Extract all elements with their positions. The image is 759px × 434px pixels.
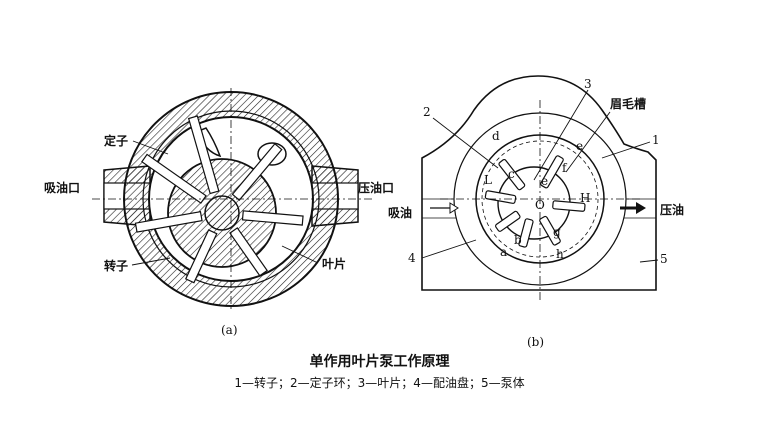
label-g: g (553, 225, 561, 239)
vane (498, 158, 526, 191)
label-num-1: 1 (652, 133, 660, 147)
vane (495, 210, 521, 232)
figure-b: 1 2 3 4 5 眉毛槽 吸油 压油 a b c d e f g h L H … (388, 75, 684, 349)
label-O: O (535, 198, 545, 212)
label-d: d (492, 129, 500, 143)
vane (241, 210, 304, 226)
vane (539, 215, 561, 246)
label-b: b (514, 233, 522, 247)
label-num-4: 4 (408, 251, 416, 265)
label-vane: 叶片 (322, 256, 346, 271)
label-h: h (556, 247, 564, 261)
label-f: f (562, 161, 568, 175)
sublabel-a: (a) (221, 323, 238, 337)
vanes-b (484, 155, 586, 248)
vane (552, 200, 586, 212)
label-eyebrow-groove: 眉毛槽 (610, 96, 646, 111)
label-suction: 吸油 (388, 205, 412, 220)
label-outlet-port: 压油口 (358, 180, 394, 195)
figure-a: 定子 吸油口 压油口 转子 叶片 (a) (44, 88, 394, 337)
label-discharge: 压油 (660, 202, 684, 217)
vane (484, 190, 517, 204)
vane (518, 218, 534, 248)
label-a: a (500, 245, 507, 259)
vane (141, 153, 207, 204)
vane (231, 142, 283, 201)
label-num-5: 5 (660, 252, 668, 266)
label-L: L (484, 173, 492, 187)
vane (187, 115, 220, 195)
vanes-a (134, 115, 304, 284)
label-num-2: 2 (423, 105, 431, 119)
vane (540, 155, 564, 189)
sublabel-b: (b) (527, 335, 544, 349)
shaft (204, 195, 240, 231)
vane (229, 227, 268, 277)
label-rotor: 转子 (104, 258, 128, 273)
label-num-3: 3 (584, 77, 592, 91)
vane (184, 229, 218, 284)
vane (134, 211, 203, 233)
label-H: H (580, 191, 590, 205)
label-c: c (508, 167, 515, 181)
label-e: e (576, 139, 583, 153)
caption-legend: 1—转子；2—定子环；3—叶片；4—配油盘；5—泵体 (234, 376, 525, 390)
label-inlet-port: 吸油口 (44, 180, 80, 195)
caption-title: 单作用叶片泵工作原理 (309, 354, 450, 370)
label-stator: 定子 (104, 133, 128, 148)
label-eccentricity-e: e (541, 174, 548, 188)
